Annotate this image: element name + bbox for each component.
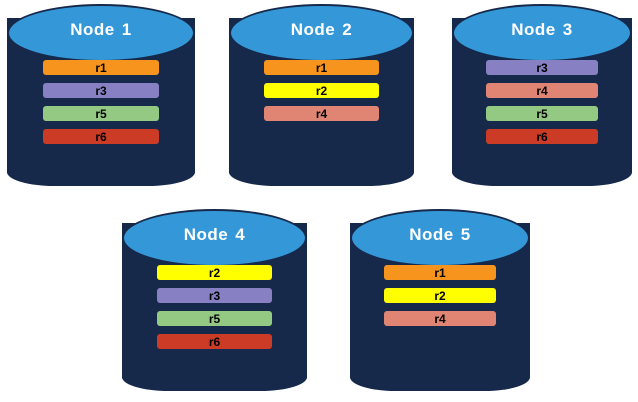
replica-bar-r1[interactable]: r1	[42, 60, 160, 75]
replica-list: r1 r2 r4	[229, 60, 414, 129]
replica-list: r2 r3 r5 r6	[122, 265, 307, 357]
replica-bar-r4[interactable]: r4	[384, 311, 496, 326]
database-cylinder-icon	[452, 4, 632, 186]
replica-bar-r2[interactable]: r2	[157, 265, 272, 280]
replica-bar-r5[interactable]: r5	[42, 106, 160, 121]
replica-bar-r4[interactable]: r4	[486, 83, 598, 98]
replica-bar-r6[interactable]: r6	[42, 129, 160, 144]
cylinder-top-ellipse	[122, 209, 307, 267]
replica-bar-r6[interactable]: r6	[486, 129, 598, 144]
replica-list: r1 r3 r5 r6	[7, 60, 195, 152]
replica-bar-r5[interactable]: r5	[157, 311, 272, 326]
cylinder-top-ellipse	[7, 4, 195, 62]
replica-bar-r5[interactable]: r5	[486, 106, 598, 121]
replica-bar-r3[interactable]: r3	[42, 83, 160, 98]
database-cylinder-icon	[7, 4, 195, 186]
replica-bar-r4[interactable]: r4	[264, 106, 379, 121]
cylinder-bottom-ellipse	[122, 363, 307, 391]
cylinder-bottom-ellipse	[452, 158, 632, 186]
replica-list: r1 r2 r4	[350, 265, 530, 334]
replica-bar-r2[interactable]: r2	[384, 288, 496, 303]
database-cylinder-icon	[229, 4, 414, 186]
replica-bar-r3[interactable]: r3	[486, 60, 598, 75]
cylinder-bottom-ellipse	[229, 158, 414, 186]
cylinder-bottom-ellipse	[350, 363, 530, 391]
cylinder-top-ellipse	[229, 4, 414, 62]
replica-bar-r2[interactable]: r2	[264, 83, 379, 98]
replica-bar-r6[interactable]: r6	[157, 334, 272, 349]
replica-list: r3 r4 r5 r6	[452, 60, 632, 152]
cylinder-bottom-ellipse	[7, 158, 195, 186]
replica-bar-r1[interactable]: r1	[264, 60, 379, 75]
replica-bar-r3[interactable]: r3	[157, 288, 272, 303]
cylinder-top-ellipse	[350, 209, 530, 267]
replica-bar-r1[interactable]: r1	[384, 265, 496, 280]
database-cylinder-icon	[350, 209, 530, 391]
cylinder-top-ellipse	[452, 4, 632, 62]
